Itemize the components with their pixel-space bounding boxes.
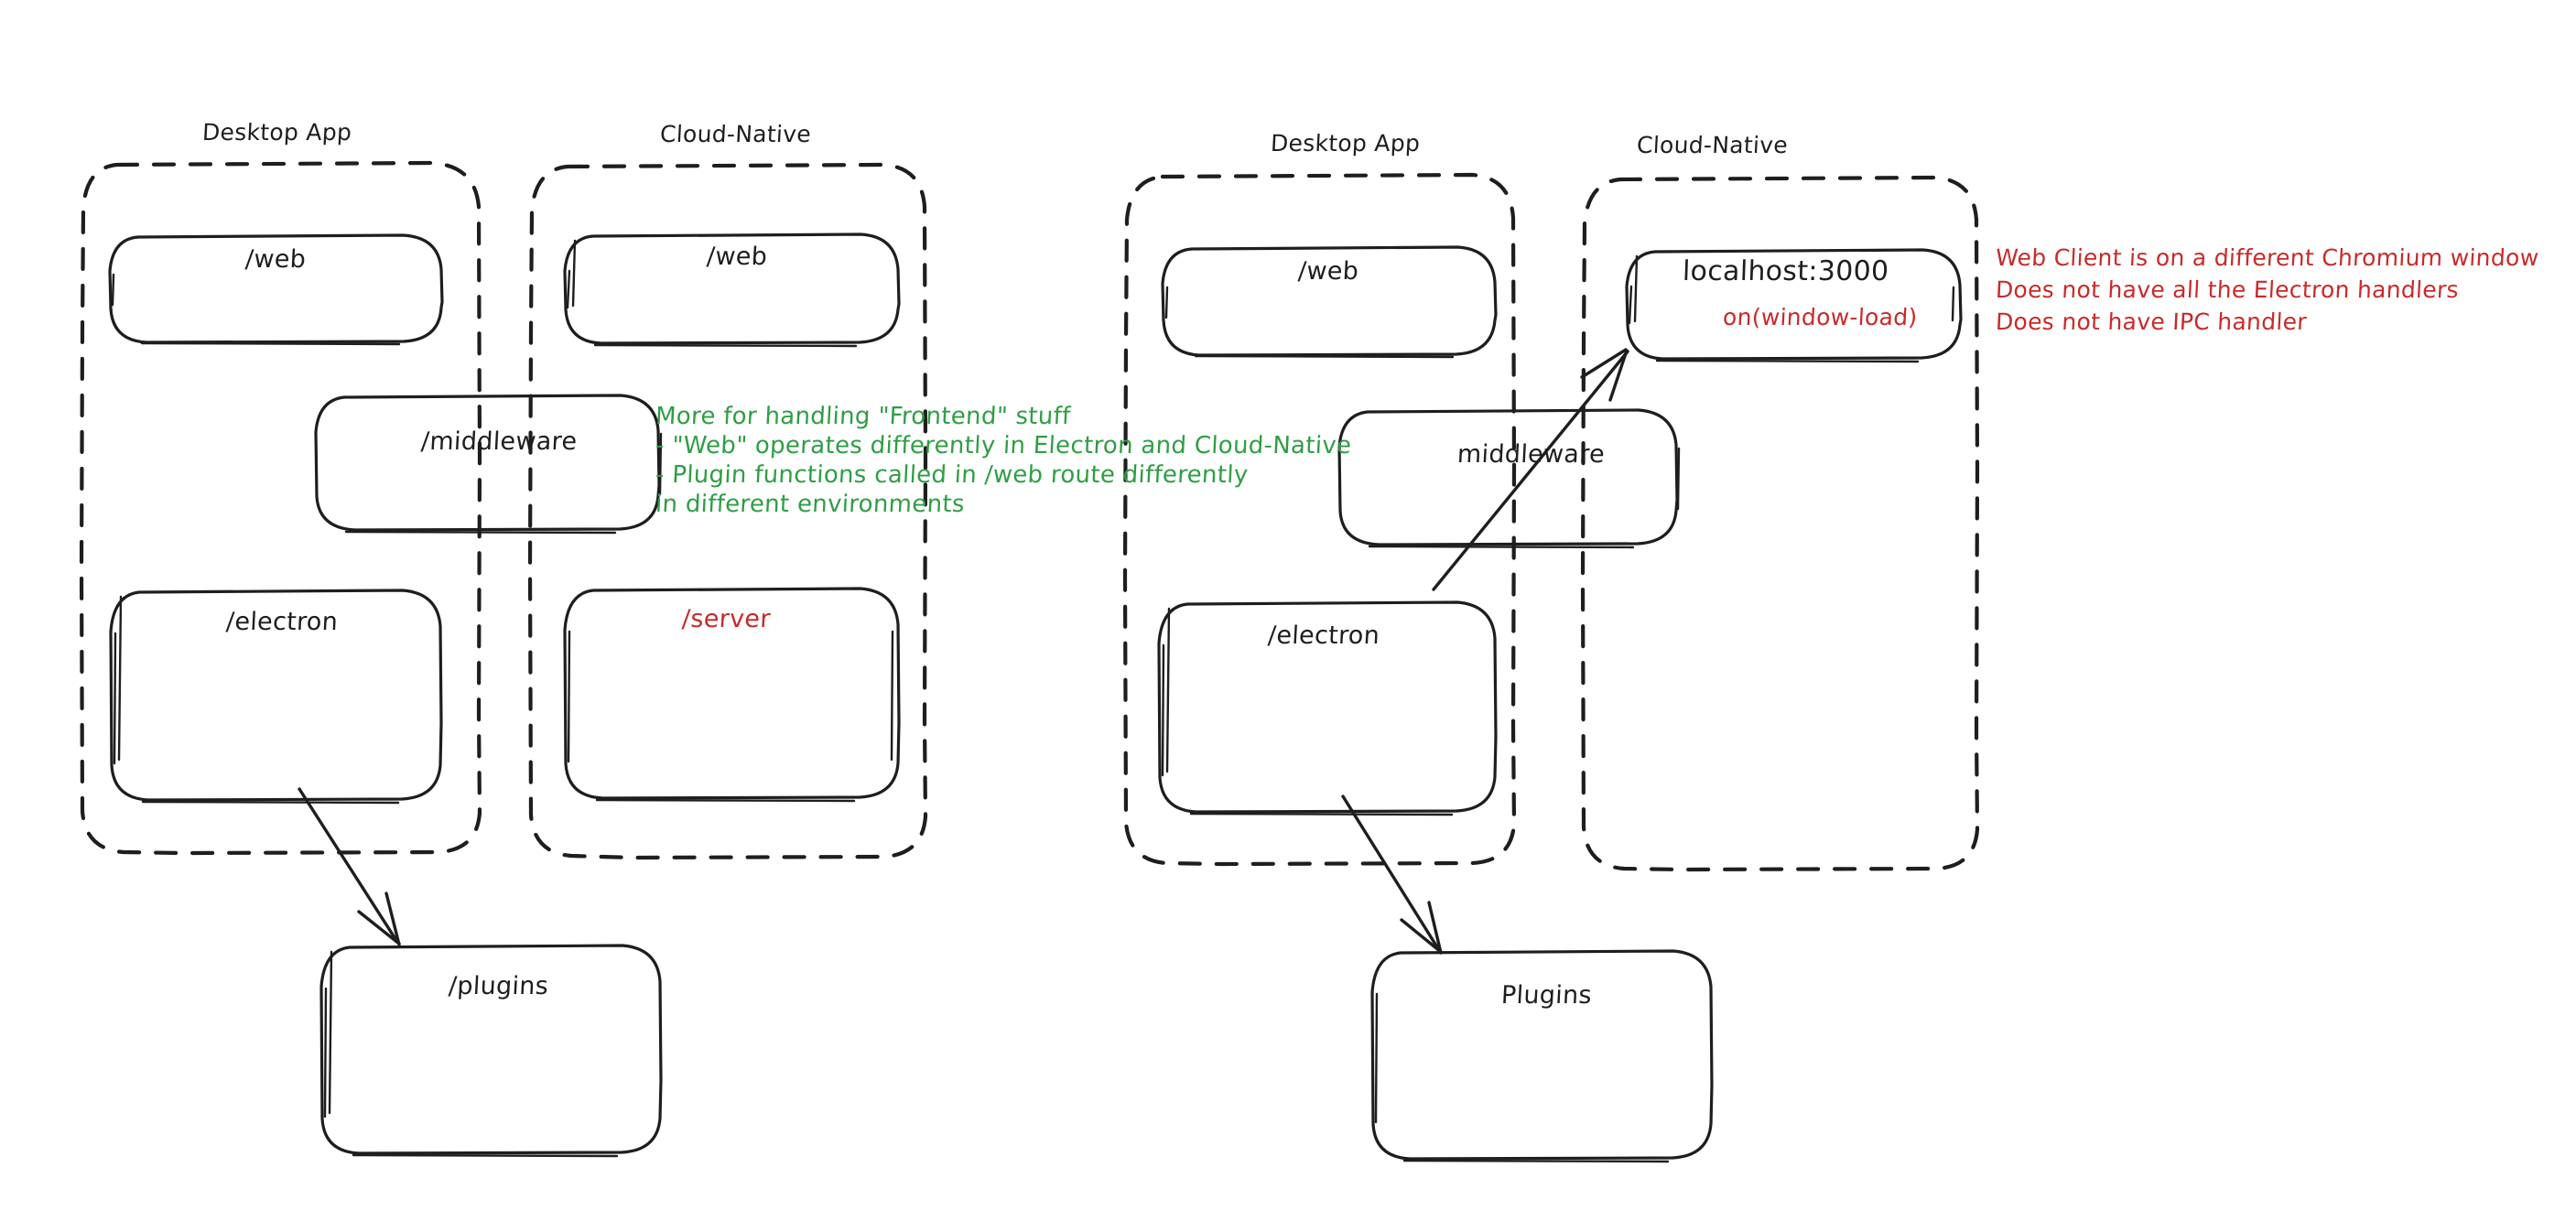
right-group-desktop-app-container — [1122, 172, 1517, 867]
right-box-label-localhost: localhost:3000 — [1682, 255, 1889, 287]
right-box-electron[interactable] — [1157, 600, 1498, 816]
left-box-middleware[interactable] — [314, 394, 663, 535]
left-box-label-plugins: /plugins — [448, 972, 549, 1000]
left-group-label-desktop-app: Desktop App — [201, 119, 353, 146]
connector-right-electron-to-plugins — [1341, 794, 1443, 955]
right-box-middleware[interactable] — [1337, 408, 1681, 549]
left-group-cloud-native-container — [527, 162, 928, 860]
right-group-cloud-native-container — [1580, 175, 1980, 872]
note-green-line-1: More for handling "Frontend" stuff — [655, 403, 1072, 430]
connector-left-electron-to-plugins — [298, 787, 401, 946]
note-green-line-2: - "Web" operates differently in Electron… — [655, 432, 1353, 459]
note-red-line-2: Does not have all the Electron handlers — [1995, 276, 2460, 303]
note-green-line-4: in different environments — [655, 491, 966, 518]
left-box-label-server: /server — [681, 605, 772, 633]
note-red-line-1: Web Client is on a different Chromium wi… — [1995, 244, 2540, 271]
right-box-label-web-desktop: /web — [1297, 257, 1359, 286]
right-box-plugins[interactable] — [1370, 949, 1714, 1163]
left-box-electron[interactable] — [109, 589, 443, 805]
left-box-label-web-desktop: /web — [244, 245, 307, 274]
left-box-label-web-cloud: /web — [706, 243, 768, 271]
left-box-web-desktop[interactable] — [108, 233, 444, 346]
left-box-label-electron: /electron — [225, 608, 339, 636]
right-box-label-middleware: middleware — [1456, 440, 1606, 469]
connector-right-electron-to-localhost — [1432, 348, 1629, 591]
left-box-label-middleware: /middleware — [420, 427, 579, 456]
right-box-label-plugins: Plugins — [1500, 981, 1593, 1010]
left-box-server[interactable] — [563, 587, 901, 803]
left-group-label-cloud-native: Cloud-Native — [659, 121, 812, 147]
note-red-line-3: Does not have IPC handler — [1995, 308, 2308, 335]
right-group-label-desktop-app: Desktop App — [1270, 130, 1422, 157]
right-box-localhost-3000[interactable] — [1625, 248, 1963, 363]
left-box-plugins[interactable] — [319, 944, 663, 1158]
right-box-sublabel-on-window-load: on(window-load) — [1722, 304, 1919, 330]
right-box-label-electron: /electron — [1267, 621, 1380, 650]
right-box-web-desktop[interactable] — [1161, 245, 1498, 359]
left-box-web-cloud[interactable] — [563, 232, 901, 348]
right-group-label-cloud-native: Cloud-Native — [1636, 132, 1789, 158]
note-green-line-3: - Plugin functions called in /web route … — [655, 461, 1250, 489]
